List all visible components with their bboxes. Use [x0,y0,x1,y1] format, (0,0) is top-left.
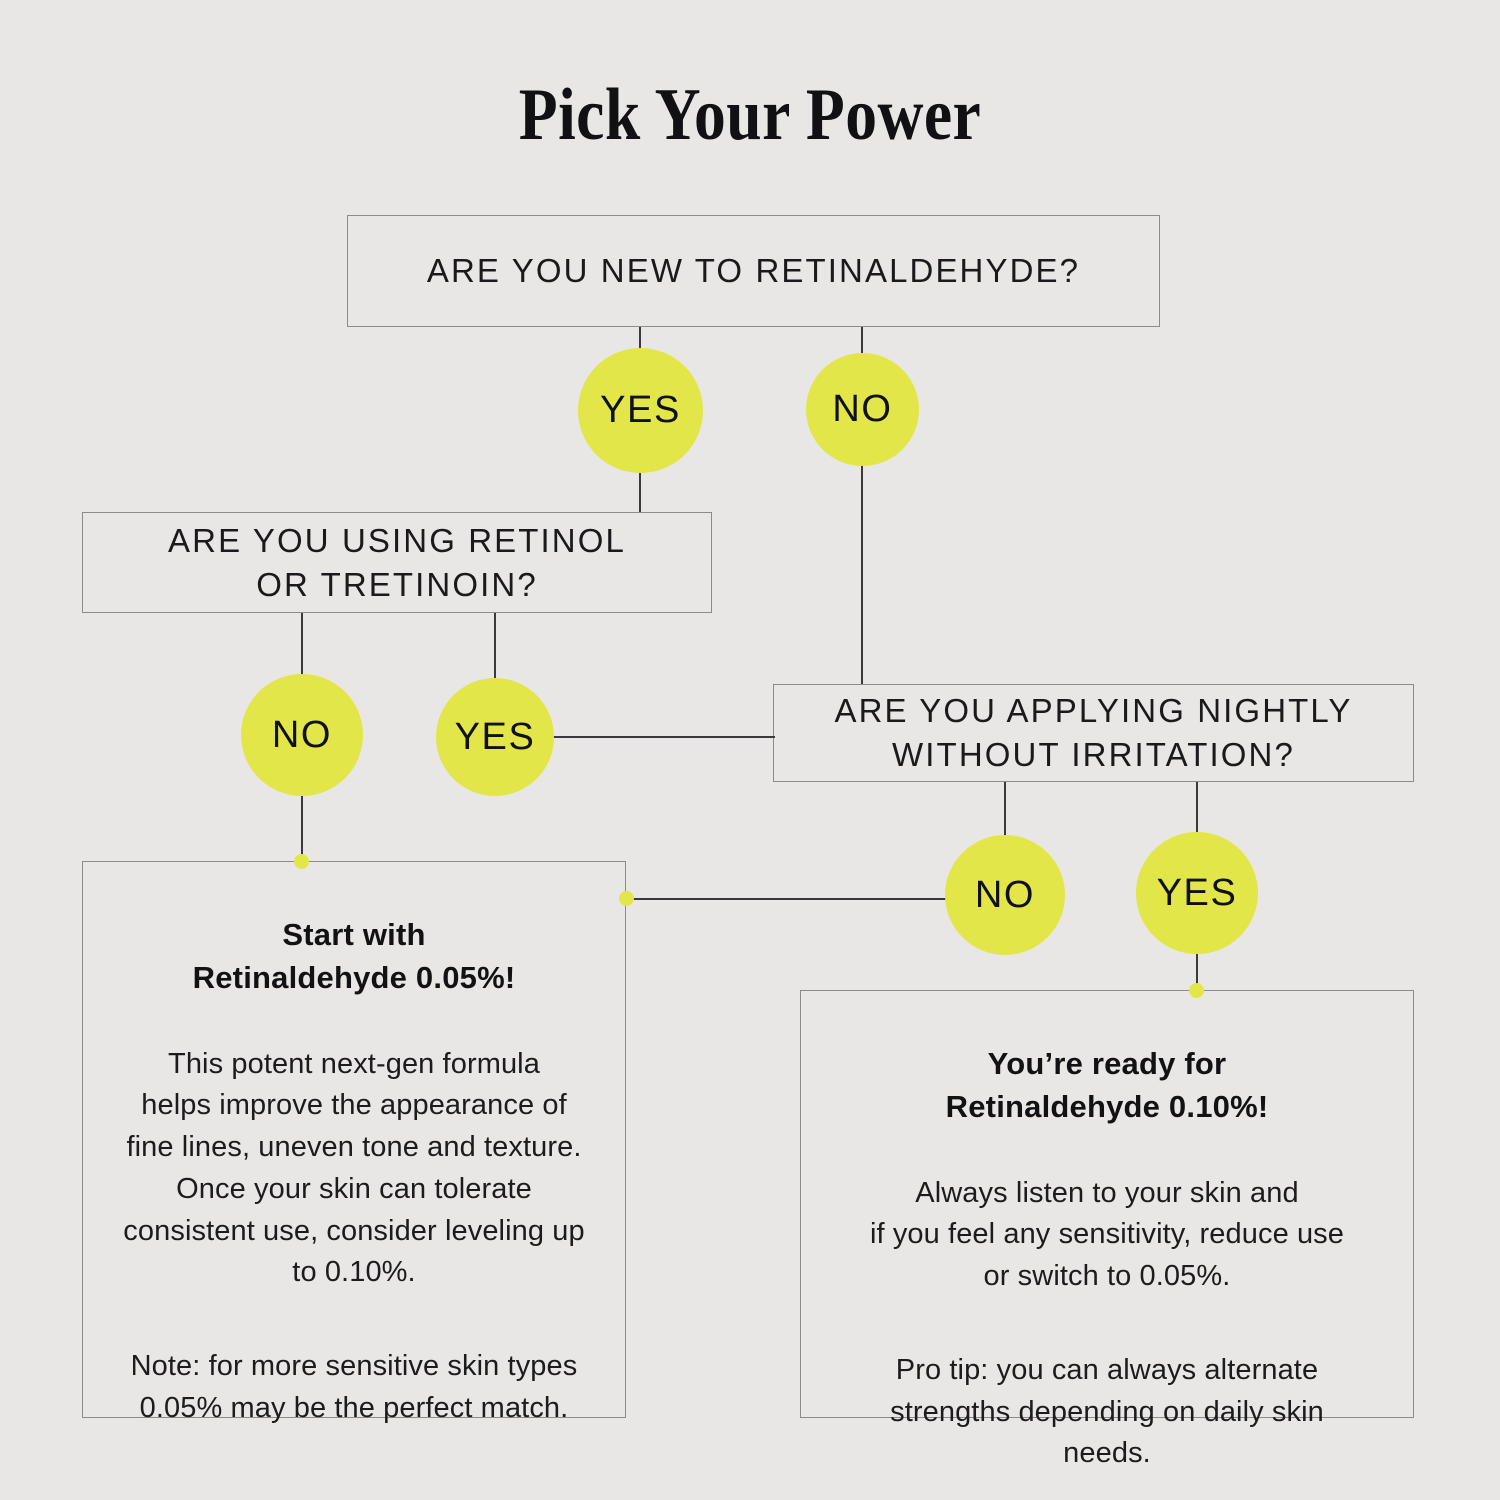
result-right-paragraph-1: Always listen to your skin and if you fe… [869,1176,1345,1293]
answer-label-q3-no: NO [974,873,1036,916]
answer-circle-q1-yes[interactable]: YES [578,348,703,473]
connector-q3-to-no [1004,782,1006,836]
answer-label-q3-yes: YES [1156,871,1238,914]
answer-label-q2-no: NO [271,713,333,756]
connector-no-down [861,464,863,684]
question-3-text: ARE YOU APPLYING NIGHTLY WITHOUT IRRITAT… [834,692,1353,773]
connector-q3-to-yes [1196,782,1198,832]
question-box-applying-nightly-without-irritation[interactable]: ARE YOU APPLYING NIGHTLY WITHOUT IRRITAT… [773,684,1414,782]
question-2-text: ARE YOU USING RETINOL OR TRETINOIN? [168,521,626,603]
result-box-retinaldehyde-005[interactable]: Start with Retinaldehyde 0.05%! This pot… [82,861,626,1424]
answer-label-q1-no: NO [832,388,893,430]
answer-circle-q3-no[interactable]: NO [945,835,1065,955]
result-box-retinaldehyde-010[interactable]: You’re ready for Retinaldehyde 0.10%! Al… [800,990,1414,1469]
connector-yes-to-q3 [553,736,775,738]
connector-q2-to-yes [494,613,496,678]
connector-q2-to-no [301,613,303,675]
result-left-paragraph-1: This potent next-gen formula helps impro… [123,1047,585,1289]
connector-yes-down [639,470,641,512]
page-title: Pick Your Power [518,74,982,156]
answer-label-q1-yes: YES [600,389,681,431]
answer-circle-q2-yes[interactable]: YES [436,678,554,796]
question-box-new-to-retinaldehyde[interactable]: ARE YOU NEW TO RETINALDEHYDE? [347,215,1160,327]
junction-dot-result-left-right [619,891,634,906]
answer-circle-q3-yes[interactable]: YES [1136,832,1258,954]
answer-circle-q1-no[interactable]: NO [806,353,919,466]
connector-no-to-result-left [301,796,303,864]
answer-label-q2-yes: YES [454,715,536,758]
junction-dot-result-left-top [294,854,309,869]
connector-q3no-to-result-left [626,898,946,900]
result-right-heading: You’re ready for Retinaldehyde 0.10%! [945,1046,1269,1124]
result-left-heading: Start with Retinaldehyde 0.05%! [192,917,516,995]
junction-dot-result-right-top [1189,983,1204,998]
answer-circle-q2-no[interactable]: NO [241,674,363,796]
connector-q3yes-to-result-right [1196,952,1198,994]
question-1-text: ARE YOU NEW TO RETINALDEHYDE? [426,252,1081,290]
question-box-using-retinol-or-tretinoin[interactable]: ARE YOU USING RETINOL OR TRETINOIN? [82,512,712,613]
result-left-paragraph-2: Note: for more sensitive skin types 0.05… [130,1350,578,1424]
result-right-paragraph-2: Pro tip: you can always alternate streng… [890,1353,1324,1470]
